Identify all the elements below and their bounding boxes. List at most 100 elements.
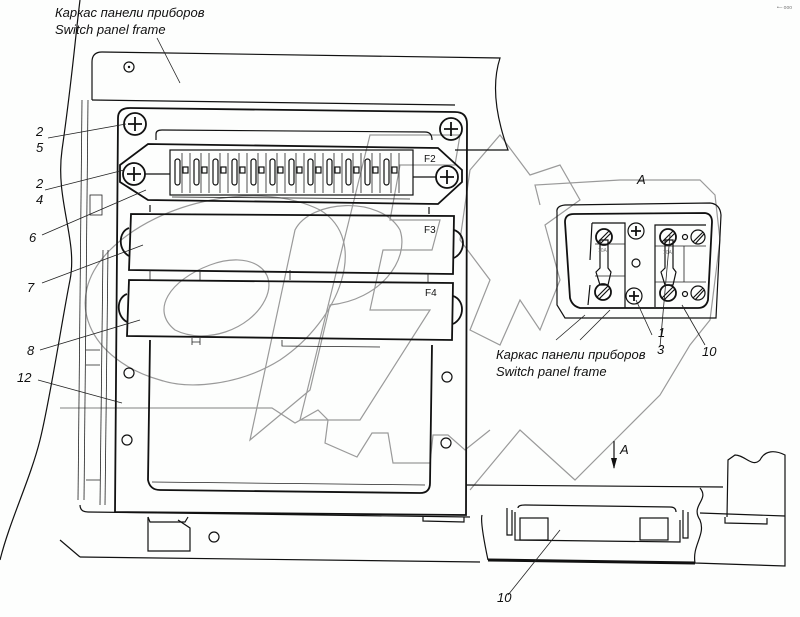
base-top-line	[465, 484, 724, 488]
base-right-wave	[694, 451, 786, 567]
leader-2-4	[44, 169, 125, 191]
leader-2-5	[47, 123, 127, 139]
base-slot-left	[147, 516, 189, 523]
fuse-terminal	[296, 166, 303, 174]
base-right-rail	[699, 512, 786, 517]
frame-label-top-en: Switch panel frame	[55, 22, 166, 37]
fuse-slot	[326, 158, 333, 186]
corner-screws	[123, 112, 463, 141]
plate-outline	[114, 107, 468, 516]
plate-hole-2	[121, 434, 133, 446]
fuse-terminal	[334, 166, 341, 174]
left-rail-3	[99, 249, 104, 506]
watermark-letter-p	[249, 205, 403, 442]
fuse-terminal	[277, 166, 284, 174]
fuse-terminal	[391, 166, 398, 174]
bottom-base	[59, 451, 786, 567]
fuse-divider	[219, 153, 229, 193]
fuse-slot	[212, 158, 219, 186]
callout-2-lower: 2	[35, 176, 44, 191]
fuse-block-f4: F4	[117, 279, 463, 348]
left-clip	[89, 194, 103, 216]
plate-hole-3	[441, 371, 453, 383]
watermark-letter-o	[84, 195, 346, 386]
fuse-divider	[238, 153, 248, 193]
fuse-slot	[288, 158, 295, 186]
view-a-arrow-label: A	[619, 442, 629, 457]
frame-hole-icon	[123, 61, 135, 73]
fuse-divider	[314, 153, 324, 193]
view-a-center-hole	[631, 258, 641, 268]
callout-10-bottom: 10	[497, 590, 512, 605]
left-rail-4	[104, 249, 109, 506]
fuse-divider	[371, 153, 381, 193]
fuse-terminal	[239, 166, 246, 174]
fuse-link-right	[660, 239, 677, 286]
fuse-divider	[352, 153, 362, 193]
connector-block-right	[639, 517, 669, 541]
leader-1	[635, 299, 653, 336]
fuse-divider	[181, 153, 191, 193]
f2-scale	[171, 196, 411, 200]
cross-screw-center-top-icon	[627, 222, 645, 240]
mounting-plate	[114, 107, 468, 516]
f3-stem	[149, 205, 430, 214]
connector-housing	[481, 512, 681, 561]
plate-hole-4	[440, 437, 452, 449]
f2-label: F2	[424, 154, 436, 165]
switch-panel-frame	[0, 0, 509, 561]
frame-hole-dot	[127, 65, 131, 69]
frame-label-mid-ru: Каркас панели приборов	[496, 347, 646, 362]
fuse-block-f2: F2	[119, 129, 463, 205]
f4-clip-right	[452, 295, 463, 325]
fuse-slot	[307, 158, 314, 186]
frame-label-mid-en: Switch panel frame	[496, 364, 607, 379]
view-a-title: A	[636, 172, 646, 187]
screw-f2-left-icon	[122, 162, 146, 186]
slotted-screw-right-bottom-icon	[659, 284, 677, 302]
fuse-terminal	[353, 166, 360, 174]
leader-12	[37, 379, 123, 404]
fuse-block-f3: F3	[119, 205, 464, 282]
callout-10-view: 10	[702, 344, 717, 359]
slotted-screw-left-bottom-icon	[594, 283, 612, 301]
fuse-terminal	[182, 166, 189, 174]
callout-8: 8	[27, 343, 35, 358]
base-hole	[208, 531, 220, 543]
view-a-outer	[556, 202, 722, 319]
view-a-fuse-holder-left: 10A	[587, 222, 626, 308]
leader-frame-mid	[555, 309, 611, 341]
watermark-zigzag	[60, 407, 491, 464]
frame-bottom-left	[79, 504, 471, 518]
frame-label-top-ru: Каркас панели приборов	[55, 5, 205, 20]
callout-5: 5	[36, 140, 44, 155]
fuse-slot	[250, 158, 257, 186]
fuse-terminal	[372, 166, 379, 174]
frame-outline	[91, 51, 509, 151]
fuse-slot	[231, 158, 238, 186]
f2-backing	[155, 129, 433, 141]
leader-3	[659, 234, 671, 348]
base-foot-left	[147, 517, 191, 552]
base-left-slope	[59, 539, 81, 558]
plate-hole-1	[123, 367, 135, 379]
watermark-letter-x	[459, 134, 581, 346]
f3-clip-left	[119, 227, 130, 257]
callout-3: 3	[657, 342, 665, 357]
callout-4: 4	[36, 192, 43, 207]
left-rail-1	[77, 99, 83, 501]
callout-7: 7	[27, 280, 35, 295]
fuse-terminal	[315, 166, 322, 174]
leader-10-view	[681, 304, 706, 346]
f4-body	[126, 279, 454, 341]
arrow-head	[611, 458, 617, 469]
leader-lines	[37, 37, 706, 596]
fuse-terminal	[201, 166, 208, 174]
fuse-divider	[276, 153, 286, 193]
leader-10-bottom	[507, 529, 561, 596]
base-clip-right	[422, 517, 465, 523]
screw-top-left-icon	[123, 112, 147, 136]
fuse-divider	[333, 153, 343, 193]
callout-2-upper: 2	[35, 124, 44, 139]
